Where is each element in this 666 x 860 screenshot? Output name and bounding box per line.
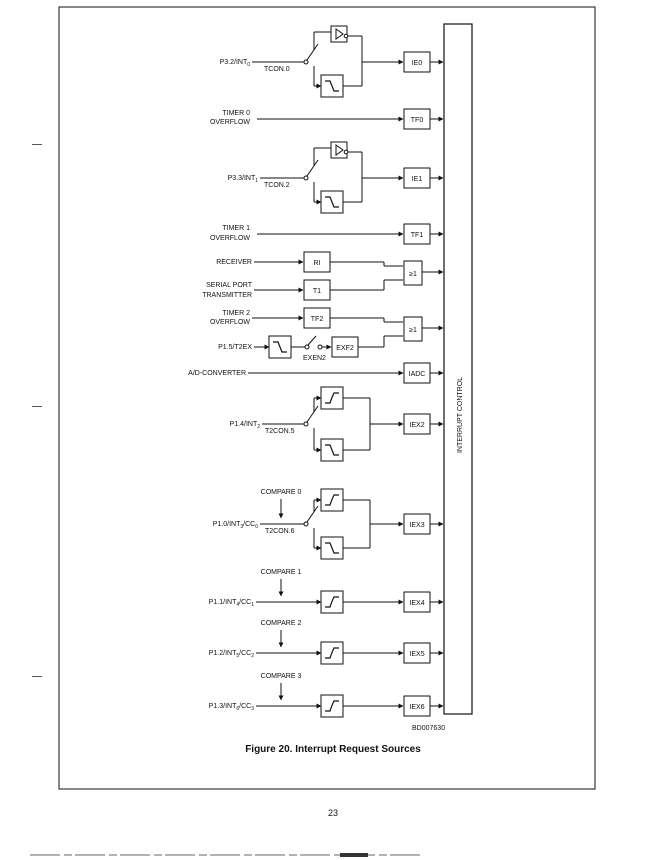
flag-exf2-label: EXF2 bbox=[336, 345, 354, 352]
flag-ti bbox=[303, 279, 331, 301]
input-p15: P1.5/T2EX bbox=[218, 344, 252, 351]
flag-iex5 bbox=[403, 642, 431, 664]
flag-exf2 bbox=[331, 336, 359, 358]
input-p33: P3.3/INT1 bbox=[228, 175, 259, 184]
input-p13: P1.3/INT6/CC3 bbox=[209, 703, 254, 712]
figure-caption: Figure 20. Interrupt Request Sources bbox=[245, 744, 421, 755]
flag-iex6-label: IEX6 bbox=[409, 704, 424, 711]
falling-edge-ie0 bbox=[320, 74, 344, 98]
input-p32: P3.2/INT0 bbox=[220, 59, 251, 68]
flag-iex4 bbox=[403, 591, 431, 613]
flag-iex2 bbox=[403, 413, 431, 435]
margin-mark bbox=[32, 676, 42, 677]
label-compare0: COMPARE 0 bbox=[261, 489, 302, 496]
input-p10: P1.0/INT3/CC0 bbox=[213, 521, 258, 530]
flag-iadc bbox=[403, 362, 431, 384]
flag-iex4-label: IEX4 bbox=[409, 600, 424, 607]
flag-tf1 bbox=[403, 223, 431, 245]
input-receiver: RECEIVER bbox=[216, 259, 252, 266]
input-timer2-line2: OVERFLOW bbox=[210, 319, 250, 326]
label-t2con6: T2CON.6 bbox=[265, 528, 295, 535]
flag-tf2-label: TF2 bbox=[311, 316, 324, 323]
input-timer1-line1: TIMER 1 bbox=[222, 225, 250, 232]
flag-iex5-label: IEX5 bbox=[409, 651, 424, 658]
label-compare2: COMPARE 2 bbox=[261, 620, 302, 627]
margin-mark bbox=[32, 144, 42, 145]
flag-ie0 bbox=[403, 51, 431, 73]
flag-tf1-label: TF1 bbox=[411, 232, 424, 239]
flag-iadc-label: IADC bbox=[409, 371, 426, 378]
input-serial-line2: TRANSMITTER bbox=[202, 292, 252, 299]
or-gate-1-label: ≥1 bbox=[409, 271, 417, 278]
label-exen2: EXEN2 bbox=[303, 355, 326, 362]
interrupt-control-label: INTERRUPT CONTROL bbox=[457, 377, 464, 453]
label-compare1: COMPARE 1 bbox=[261, 569, 302, 576]
input-p12: P1.2/INT5/CC2 bbox=[209, 650, 254, 659]
rising-edge-iex4 bbox=[320, 590, 344, 614]
flag-iex3 bbox=[403, 513, 431, 535]
rising-edge-iex3 bbox=[320, 488, 344, 512]
input-p11: P1.1/INT4/CC1 bbox=[209, 599, 254, 608]
interrupt-control-bar bbox=[443, 23, 473, 715]
flag-ie0-label: IE0 bbox=[412, 60, 423, 67]
flag-ie1-label: IE1 bbox=[412, 176, 423, 183]
falling-edge-t2ex bbox=[268, 335, 292, 359]
label-t2con5: T2CON.5 bbox=[265, 428, 295, 435]
margin-mark bbox=[32, 406, 42, 407]
input-serial-line1: SERIAL PORT bbox=[206, 282, 253, 289]
flag-ri bbox=[303, 251, 331, 273]
input-timer2-line1: TIMER 2 bbox=[222, 310, 250, 317]
label-compare3: COMPARE 3 bbox=[261, 673, 302, 680]
input-timer0-line2: OVERFLOW bbox=[210, 119, 250, 126]
falling-edge-iex2 bbox=[320, 438, 344, 462]
input-timer1-line2: OVERFLOW bbox=[210, 235, 250, 242]
rising-edge-iex2 bbox=[320, 386, 344, 410]
label-tcon2: TCON.2 bbox=[264, 182, 290, 189]
flag-iex6 bbox=[403, 695, 431, 717]
flag-ti-label: T1 bbox=[313, 288, 321, 295]
flag-ri-label: RI bbox=[314, 260, 321, 267]
input-p14: P1.4/INT2 bbox=[230, 421, 261, 430]
figure-reference: BD007630 bbox=[412, 725, 446, 732]
rising-edge-iex5 bbox=[320, 641, 344, 665]
or-gate-1 bbox=[403, 260, 423, 286]
buffer-ie0 bbox=[330, 25, 348, 43]
page-number: 23 bbox=[327, 808, 338, 818]
flag-ie1 bbox=[403, 167, 431, 189]
flag-iex3-label: IEX3 bbox=[409, 522, 424, 529]
or-gate-2 bbox=[403, 316, 423, 342]
buffer-ie1 bbox=[330, 141, 348, 159]
page-frame bbox=[58, 6, 596, 790]
input-adc: A/D-CONVERTER bbox=[188, 370, 246, 377]
flag-tf0-label: TF0 bbox=[411, 117, 424, 124]
or-gate-2-label: ≥1 bbox=[409, 327, 417, 334]
flag-iex2-label: IEX2 bbox=[409, 422, 424, 429]
flag-tf0 bbox=[403, 108, 431, 130]
input-timer0-line1: TIMER 0 bbox=[222, 110, 250, 117]
rising-edge-iex6 bbox=[320, 694, 344, 718]
label-tcon0: TCON.0 bbox=[264, 66, 290, 73]
falling-edge-ie1 bbox=[320, 190, 344, 214]
flag-tf2 bbox=[303, 307, 331, 329]
falling-edge-iex3 bbox=[320, 536, 344, 560]
